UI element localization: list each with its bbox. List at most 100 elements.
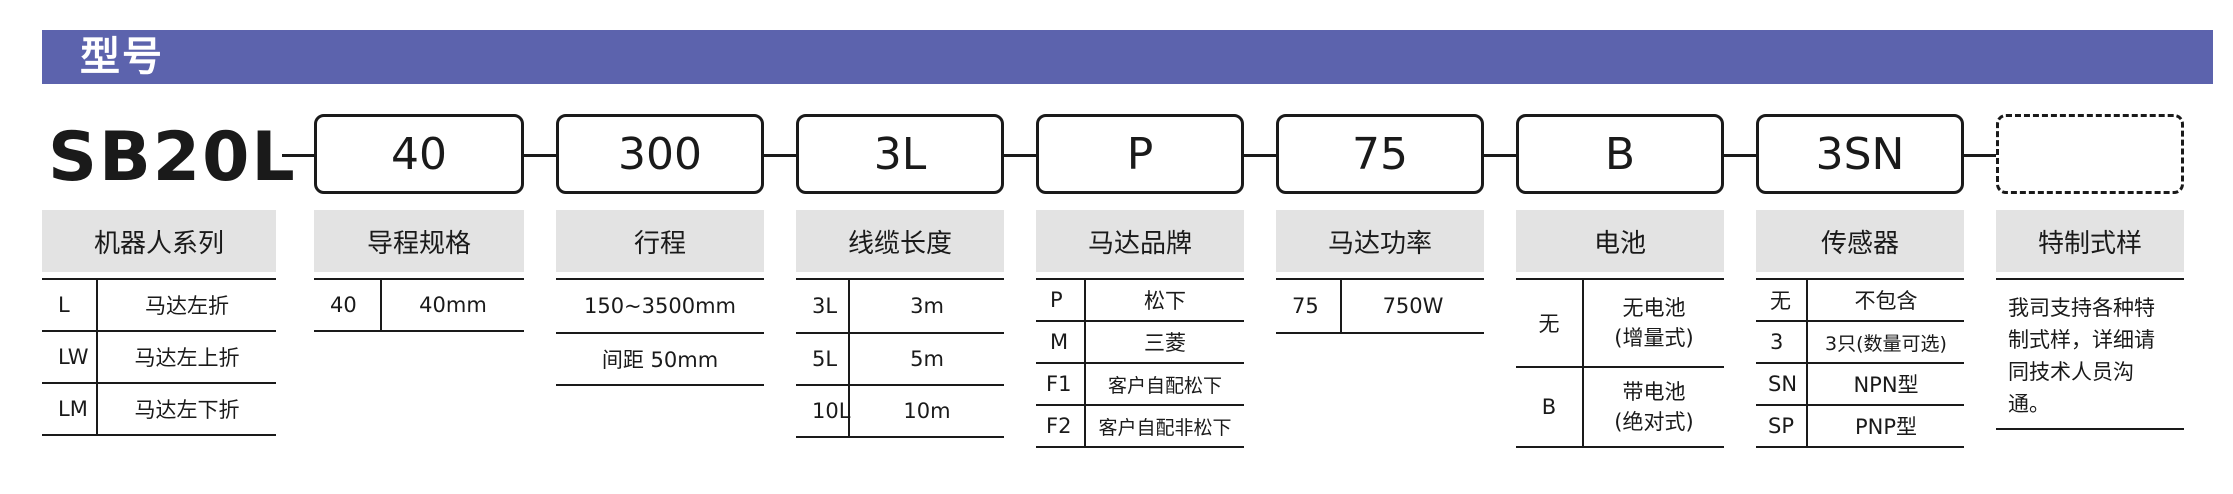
special-note: 我司支持各种特制式样，详细请同技术人员沟通。	[1996, 280, 2184, 430]
header-rule	[1756, 278, 1964, 280]
row-code: LM	[42, 384, 98, 434]
table-row: 150~3500mm	[556, 280, 764, 334]
row-desc-line2: (绝对式)	[1614, 410, 1694, 434]
column-header: 线缆长度	[796, 210, 1004, 272]
row-code: 无	[1756, 280, 1808, 320]
row-code: 3	[1756, 322, 1808, 362]
column-cable: 线缆长度 3L 3m 5L 5m 10L 10m	[796, 210, 1004, 438]
code-box-lead: 40	[314, 114, 524, 194]
row-code: 无	[1516, 280, 1584, 366]
column-header: 特制式样	[1996, 210, 2184, 272]
column-special: 特制式样 我司支持各种特制式样，详细请同技术人员沟通。	[1996, 210, 2184, 430]
row-code: 5L	[796, 334, 850, 384]
table-row: 间距 50mm	[556, 334, 764, 386]
header-rule	[42, 278, 276, 280]
row-code: M	[1036, 322, 1086, 362]
column-battery: 电池 无 无电池 (增量式) B 带电池 (绝对式)	[1516, 210, 1724, 448]
table-row: 5L 5m	[796, 334, 1004, 386]
column-lead: 导程规格 40 40mm	[314, 210, 524, 332]
row-code: 3L	[796, 280, 850, 332]
row-desc: 无电池 (增量式)	[1584, 280, 1724, 366]
row-desc: PNP型	[1854, 415, 1918, 439]
row-code: 10L	[796, 386, 850, 436]
row-desc: 松下	[1144, 289, 1186, 313]
row-desc: 马达左折	[145, 294, 229, 318]
row-desc: 间距 50mm	[601, 348, 719, 372]
row-desc-line1: 无电池	[1622, 296, 1686, 320]
row-code: 40	[314, 280, 382, 330]
table-row: 75 750W	[1276, 280, 1484, 334]
header-rule	[1996, 278, 2184, 280]
code-box-stroke: 300	[556, 114, 764, 194]
column-header: 电池	[1516, 210, 1724, 272]
row-desc-line2: (增量式)	[1614, 326, 1694, 350]
row-code: SP	[1756, 406, 1808, 446]
connector-dash	[764, 154, 796, 157]
table-row: P 松下	[1036, 280, 1244, 322]
row-desc: NPN型	[1853, 373, 1919, 397]
table-row: LM 马达左下折	[42, 384, 276, 436]
code-box-cable: 3L	[796, 114, 1004, 194]
table-row: LW 马达左上折	[42, 332, 276, 384]
column-series: 机器人系列 L 马达左折 LW 马达左上折 LM 马达左下折	[42, 210, 276, 436]
row-desc: 客户自配松下	[1107, 374, 1222, 397]
connector-dash	[1964, 154, 1996, 157]
row-desc: 马达左上折	[134, 346, 240, 370]
row-code: L	[42, 280, 98, 330]
table-row: 40 40mm	[314, 280, 524, 332]
column-header: 机器人系列	[42, 210, 276, 272]
code-box-motor-brand: P	[1036, 114, 1244, 194]
header-rule	[1276, 278, 1484, 280]
connector-dash	[1484, 154, 1516, 157]
row-code: P	[1036, 280, 1086, 320]
column-sensor: 传感器 无 不包含 3 3只(数量可选) SN NPN型 SP PNP型	[1756, 210, 1964, 448]
column-header: 马达功率	[1276, 210, 1484, 272]
row-code: 75	[1276, 280, 1342, 332]
row-desc: 750W	[1382, 294, 1444, 318]
column-header: 导程规格	[314, 210, 524, 272]
row-code: F2	[1036, 406, 1086, 446]
header-rule	[796, 278, 1004, 280]
code-box-sensor: 3SN	[1756, 114, 1964, 194]
row-code: SN	[1756, 364, 1808, 404]
column-motor-brand: 马达品牌 P 松下 M 三菱 F1 客户自配松下 F2 客户自配非松下	[1036, 210, 1244, 448]
table-row: F2 客户自配非松下	[1036, 406, 1244, 448]
row-desc: 150~3500mm	[583, 294, 737, 318]
row-code: LW	[42, 332, 98, 382]
header-rule	[1036, 278, 1244, 280]
column-motor-power: 马达功率 75 750W	[1276, 210, 1484, 334]
row-desc: 马达左下折	[134, 398, 240, 422]
table-row: SN NPN型	[1756, 364, 1964, 406]
row-desc: 3只(数量可选)	[1825, 332, 1947, 355]
column-stroke: 行程 150~3500mm 间距 50mm	[556, 210, 764, 386]
row-desc-line1: 带电池	[1622, 380, 1686, 404]
section-title: 型号	[80, 34, 164, 80]
header-rule	[1516, 278, 1724, 280]
header-rule	[314, 278, 524, 280]
row-desc: 带电池 (绝对式)	[1584, 368, 1724, 446]
connector-dash	[524, 154, 556, 157]
row-desc: 5m	[910, 347, 944, 371]
row-desc: 3m	[910, 294, 944, 318]
connector-dash	[1004, 154, 1036, 157]
row-desc: 三菱	[1144, 331, 1186, 355]
header-rule	[556, 278, 764, 280]
table-row: 无 无电池 (增量式)	[1516, 280, 1724, 368]
model-prefix: SB20L	[48, 118, 297, 197]
table-row: 3L 3m	[796, 280, 1004, 334]
table-row: 10L 10m	[796, 386, 1004, 438]
row-desc: 10m	[903, 399, 951, 423]
table-row: 无 不包含	[1756, 280, 1964, 322]
connector-dash	[1724, 154, 1756, 157]
table-row: L 马达左折	[42, 280, 276, 332]
section-banner: 型号	[42, 30, 2213, 84]
code-box-battery: B	[1516, 114, 1724, 194]
row-desc: 不包含	[1854, 289, 1918, 313]
table-row: 3 3只(数量可选)	[1756, 322, 1964, 364]
connector-dash	[282, 154, 314, 157]
row-code: F1	[1036, 364, 1086, 404]
table-row: B 带电池 (绝对式)	[1516, 368, 1724, 448]
row-desc: 40mm	[419, 293, 487, 317]
connector-dash	[1244, 154, 1276, 157]
column-header: 马达品牌	[1036, 210, 1244, 272]
